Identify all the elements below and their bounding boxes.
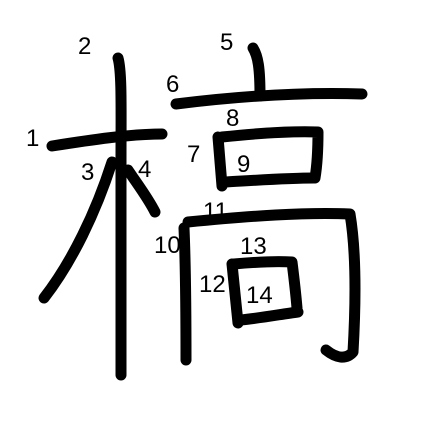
stroke-number-11: 11 (203, 198, 228, 225)
stroke-number-10: 10 (154, 232, 181, 259)
stroke-8 (216, 126, 324, 184)
stroke-number-14: 14 (246, 282, 273, 309)
stroke-2 (112, 52, 127, 381)
stroke-number-13: 13 (240, 233, 267, 260)
stroke-number-4: 4 (138, 156, 151, 183)
stroke-number-3: 3 (81, 159, 94, 186)
stroke-1 (46, 128, 168, 152)
stroke-number-1: 1 (26, 125, 39, 152)
stroke-14 (234, 306, 304, 326)
stroke-number-2: 2 (78, 33, 91, 60)
stroke-12 (226, 258, 244, 329)
stroke-5 (247, 42, 266, 102)
stroke-6 (170, 88, 368, 110)
stroke-number-8: 8 (226, 105, 239, 132)
stroke-number-9: 9 (237, 151, 250, 178)
stroke-13 (228, 256, 303, 314)
stroke-7 (212, 131, 228, 192)
stroke-number-7: 7 (187, 141, 200, 168)
stroke-4 (122, 164, 161, 218)
stroke-number-6: 6 (166, 71, 179, 98)
stroke-11 (182, 207, 361, 363)
stroke-3 (38, 156, 118, 304)
stroke-10 (178, 222, 192, 366)
stroke-number-5: 5 (220, 29, 233, 56)
stroke-number-12: 12 (199, 271, 226, 298)
stroke-9 (220, 172, 320, 188)
